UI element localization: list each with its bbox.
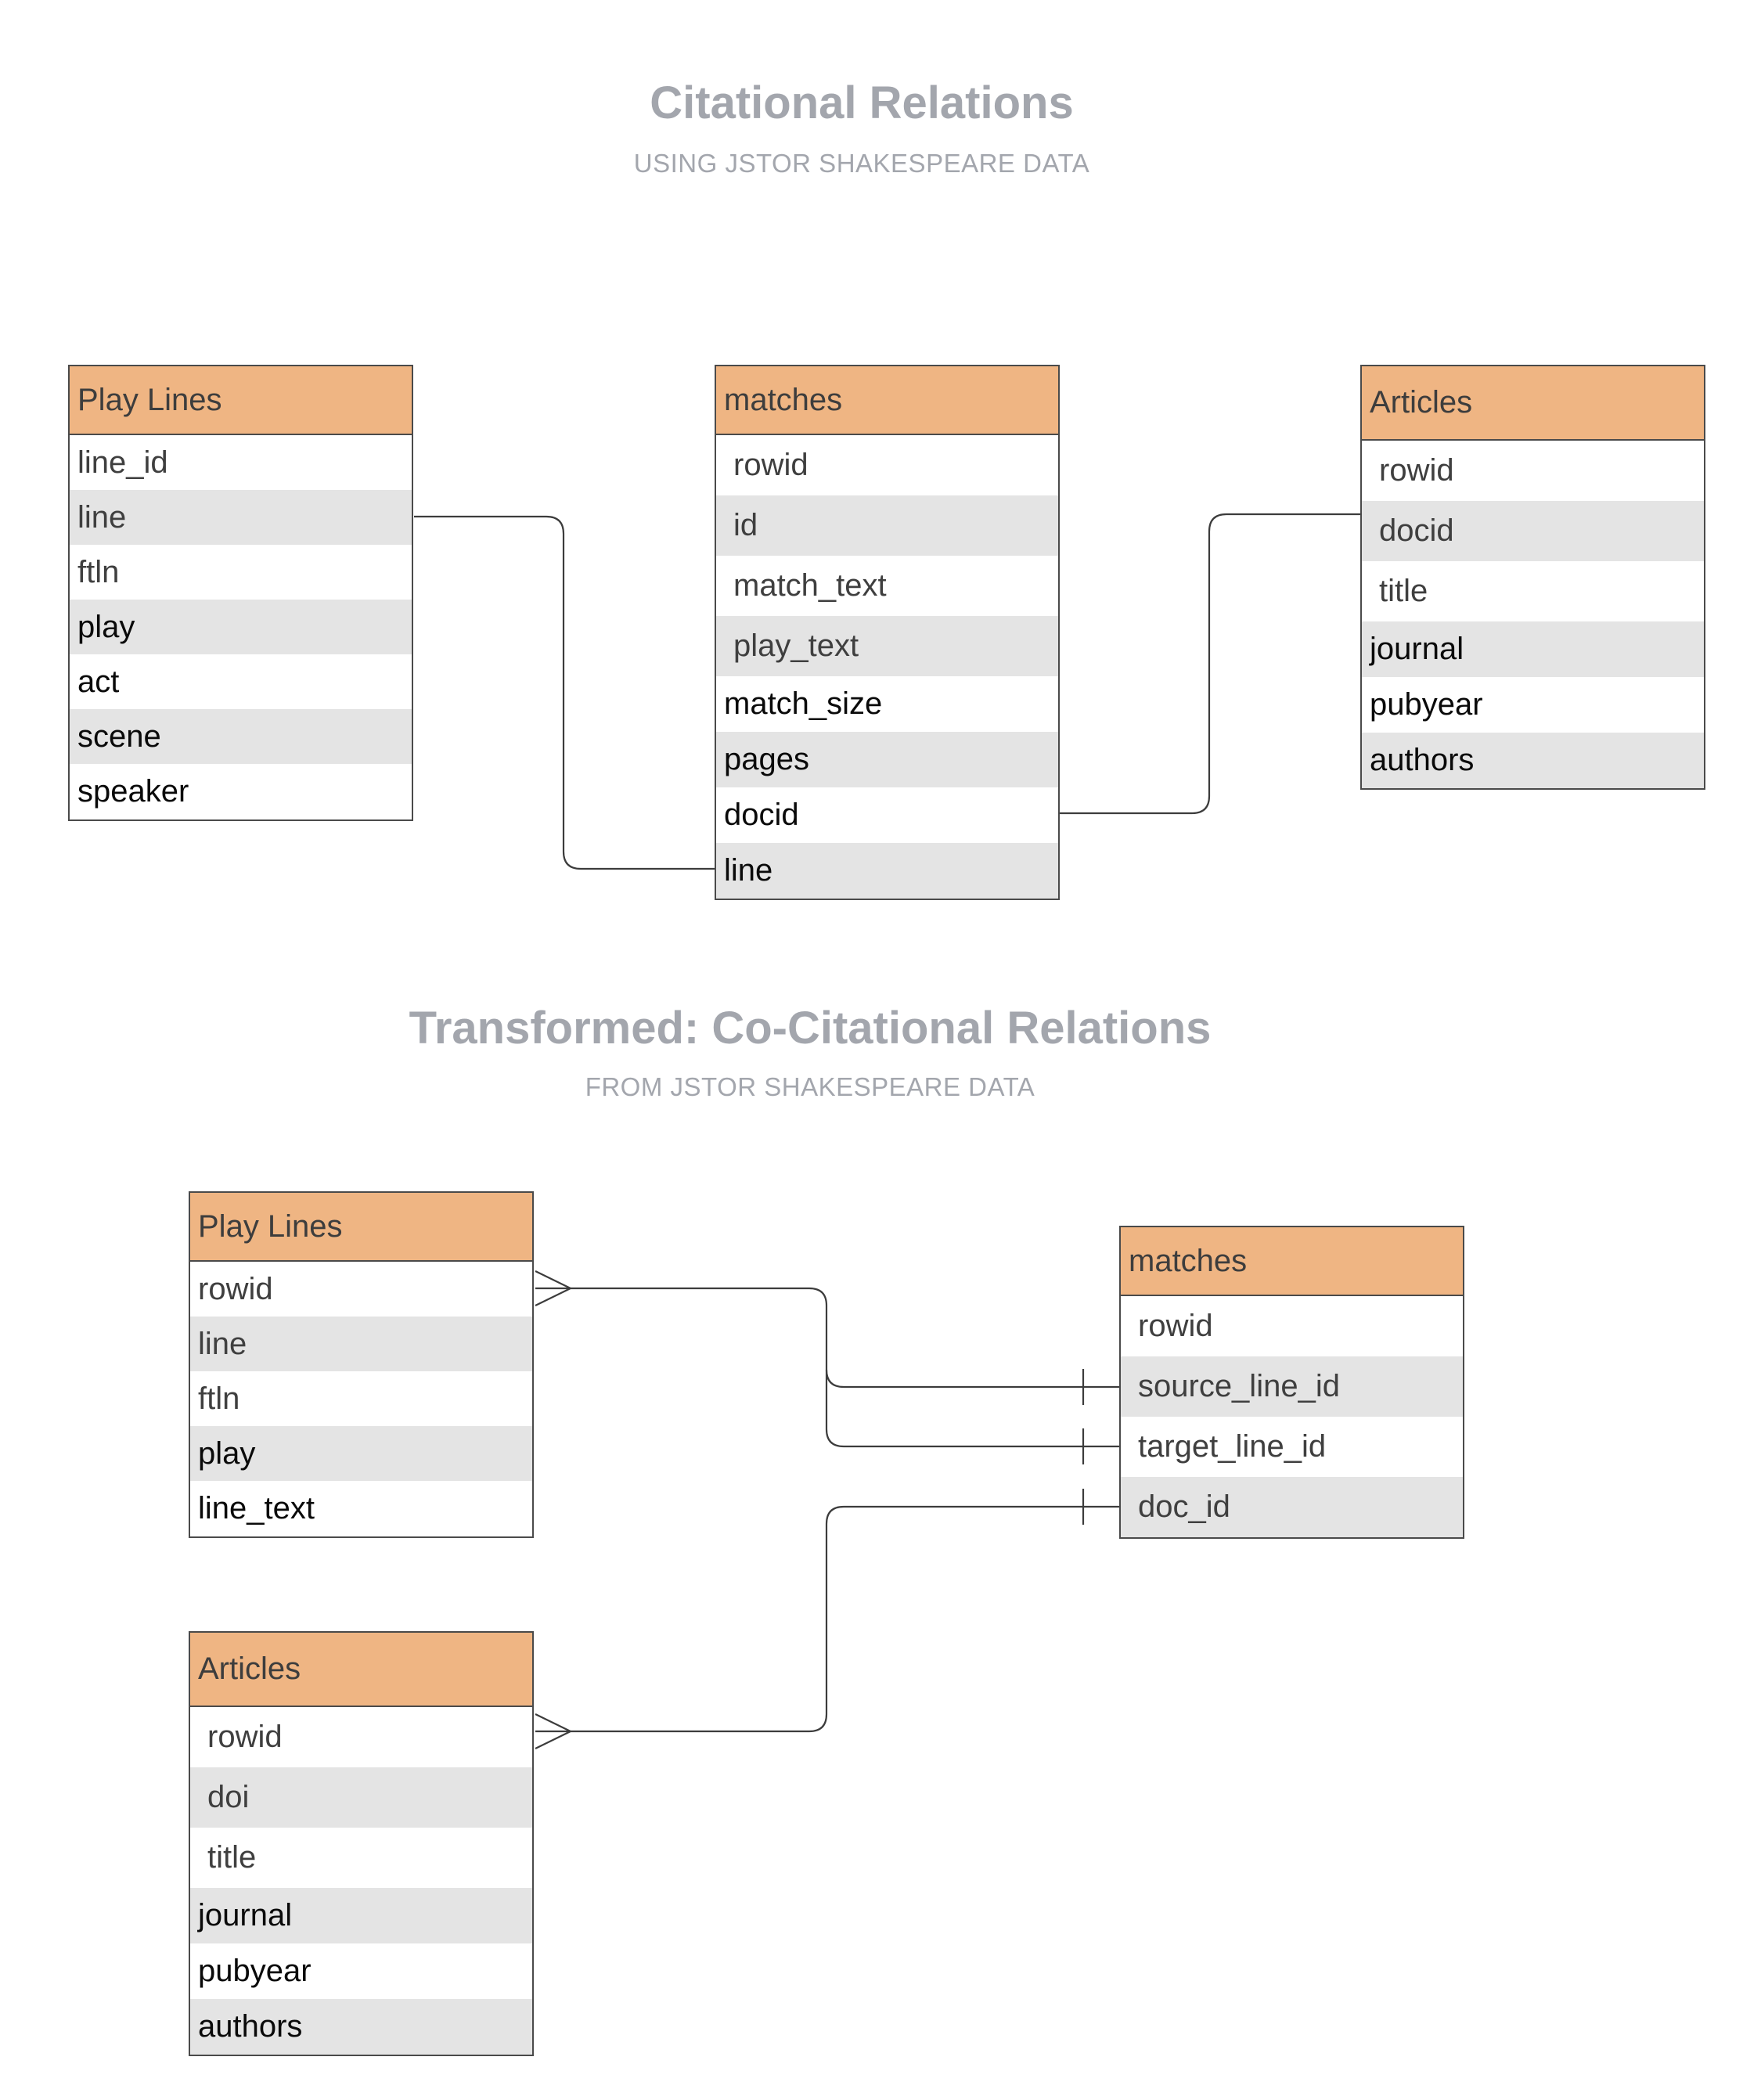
link-playlines-rowid-target (825, 1370, 1119, 1448)
link-articles-rowid-docid (571, 1505, 1119, 1733)
field-ftln: ftln (77, 554, 120, 589)
table-header: matches (716, 366, 1058, 435)
field-line-id: line_id (77, 445, 168, 480)
field-line: line (716, 843, 1058, 899)
field-docid: docid (724, 798, 799, 832)
section2-subtitle: FROM JSTOR SHAKESPEARE DATA (585, 1072, 1035, 1101)
crows-foot-icon (535, 1713, 573, 1749)
field-ftln: ftln (198, 1381, 240, 1416)
field-title: title (1379, 574, 1428, 608)
field-line: line (190, 1317, 532, 1371)
field-title: title (207, 1840, 257, 1875)
field-rowid: rowid (198, 1271, 273, 1306)
field-authors: authors (190, 1999, 532, 2055)
field-play: play (190, 1426, 532, 1481)
field-act: act (77, 664, 120, 699)
field-journal: journal (190, 1888, 532, 1943)
section2-title: Transformed: Co-Citational Relations (409, 1003, 1212, 1054)
table-header: Articles (1362, 366, 1704, 441)
table-play-lines-2[interactable]: Play Lines rowid line ftln play line_tex… (189, 1191, 534, 1538)
field-play-text: play_text (716, 616, 1058, 676)
table-matches-2[interactable]: matches rowid source_line_id target_line… (1119, 1226, 1464, 1539)
table-matches-1[interactable]: matches rowid id match_text play_text ma… (715, 365, 1060, 900)
field-journal: journal (1362, 621, 1704, 677)
field-doc-id: doc_id (1121, 1477, 1463, 1537)
field-rowid: rowid (1379, 453, 1454, 488)
field-id: id (716, 495, 1058, 556)
field-authors: authors (1362, 733, 1704, 788)
link-playlines-rowid-source (571, 1287, 1119, 1389)
field-play: play (70, 600, 412, 654)
table-play-lines-1[interactable]: Play Lines line_id line ftln play act sc… (68, 365, 413, 821)
field-source-line-id: source_line_id (1121, 1356, 1463, 1417)
field-line: line (70, 490, 412, 545)
crows-foot-icon (535, 1270, 573, 1306)
field-doi: doi (190, 1767, 532, 1828)
field-pubyear: pubyear (198, 1954, 312, 1988)
field-speaker: speaker (77, 774, 189, 809)
field-pubyear: pubyear (1370, 687, 1483, 722)
table-header: Articles (190, 1633, 532, 1707)
field-target-line-id: target_line_id (1138, 1429, 1327, 1464)
section1-title: Citational Relations (650, 77, 1074, 128)
field-pages: pages (716, 732, 1058, 787)
section1-subtitle: USING JSTOR SHAKESPEARE DATA (633, 149, 1090, 178)
link-playlines-line-to-matches-line (414, 515, 715, 870)
field-docid: docid (1362, 501, 1704, 561)
field-scene: scene (70, 709, 412, 764)
table-articles-2[interactable]: Articles rowid doi title journal pubyear… (189, 1631, 534, 2056)
link-matches-docid-to-articles (1060, 513, 1360, 815)
table-articles-1[interactable]: Articles rowid docid title journal pubye… (1360, 365, 1705, 790)
field-rowid: rowid (733, 448, 808, 482)
field-rowid: rowid (207, 1720, 283, 1754)
field-match-size: match_size (724, 686, 883, 721)
field-match-text: match_text (733, 568, 887, 603)
table-header: matches (1121, 1227, 1463, 1296)
field-line-text: line_text (198, 1491, 315, 1525)
table-header: Play Lines (190, 1193, 532, 1262)
table-header: Play Lines (70, 366, 412, 435)
field-rowid: rowid (1138, 1309, 1213, 1343)
